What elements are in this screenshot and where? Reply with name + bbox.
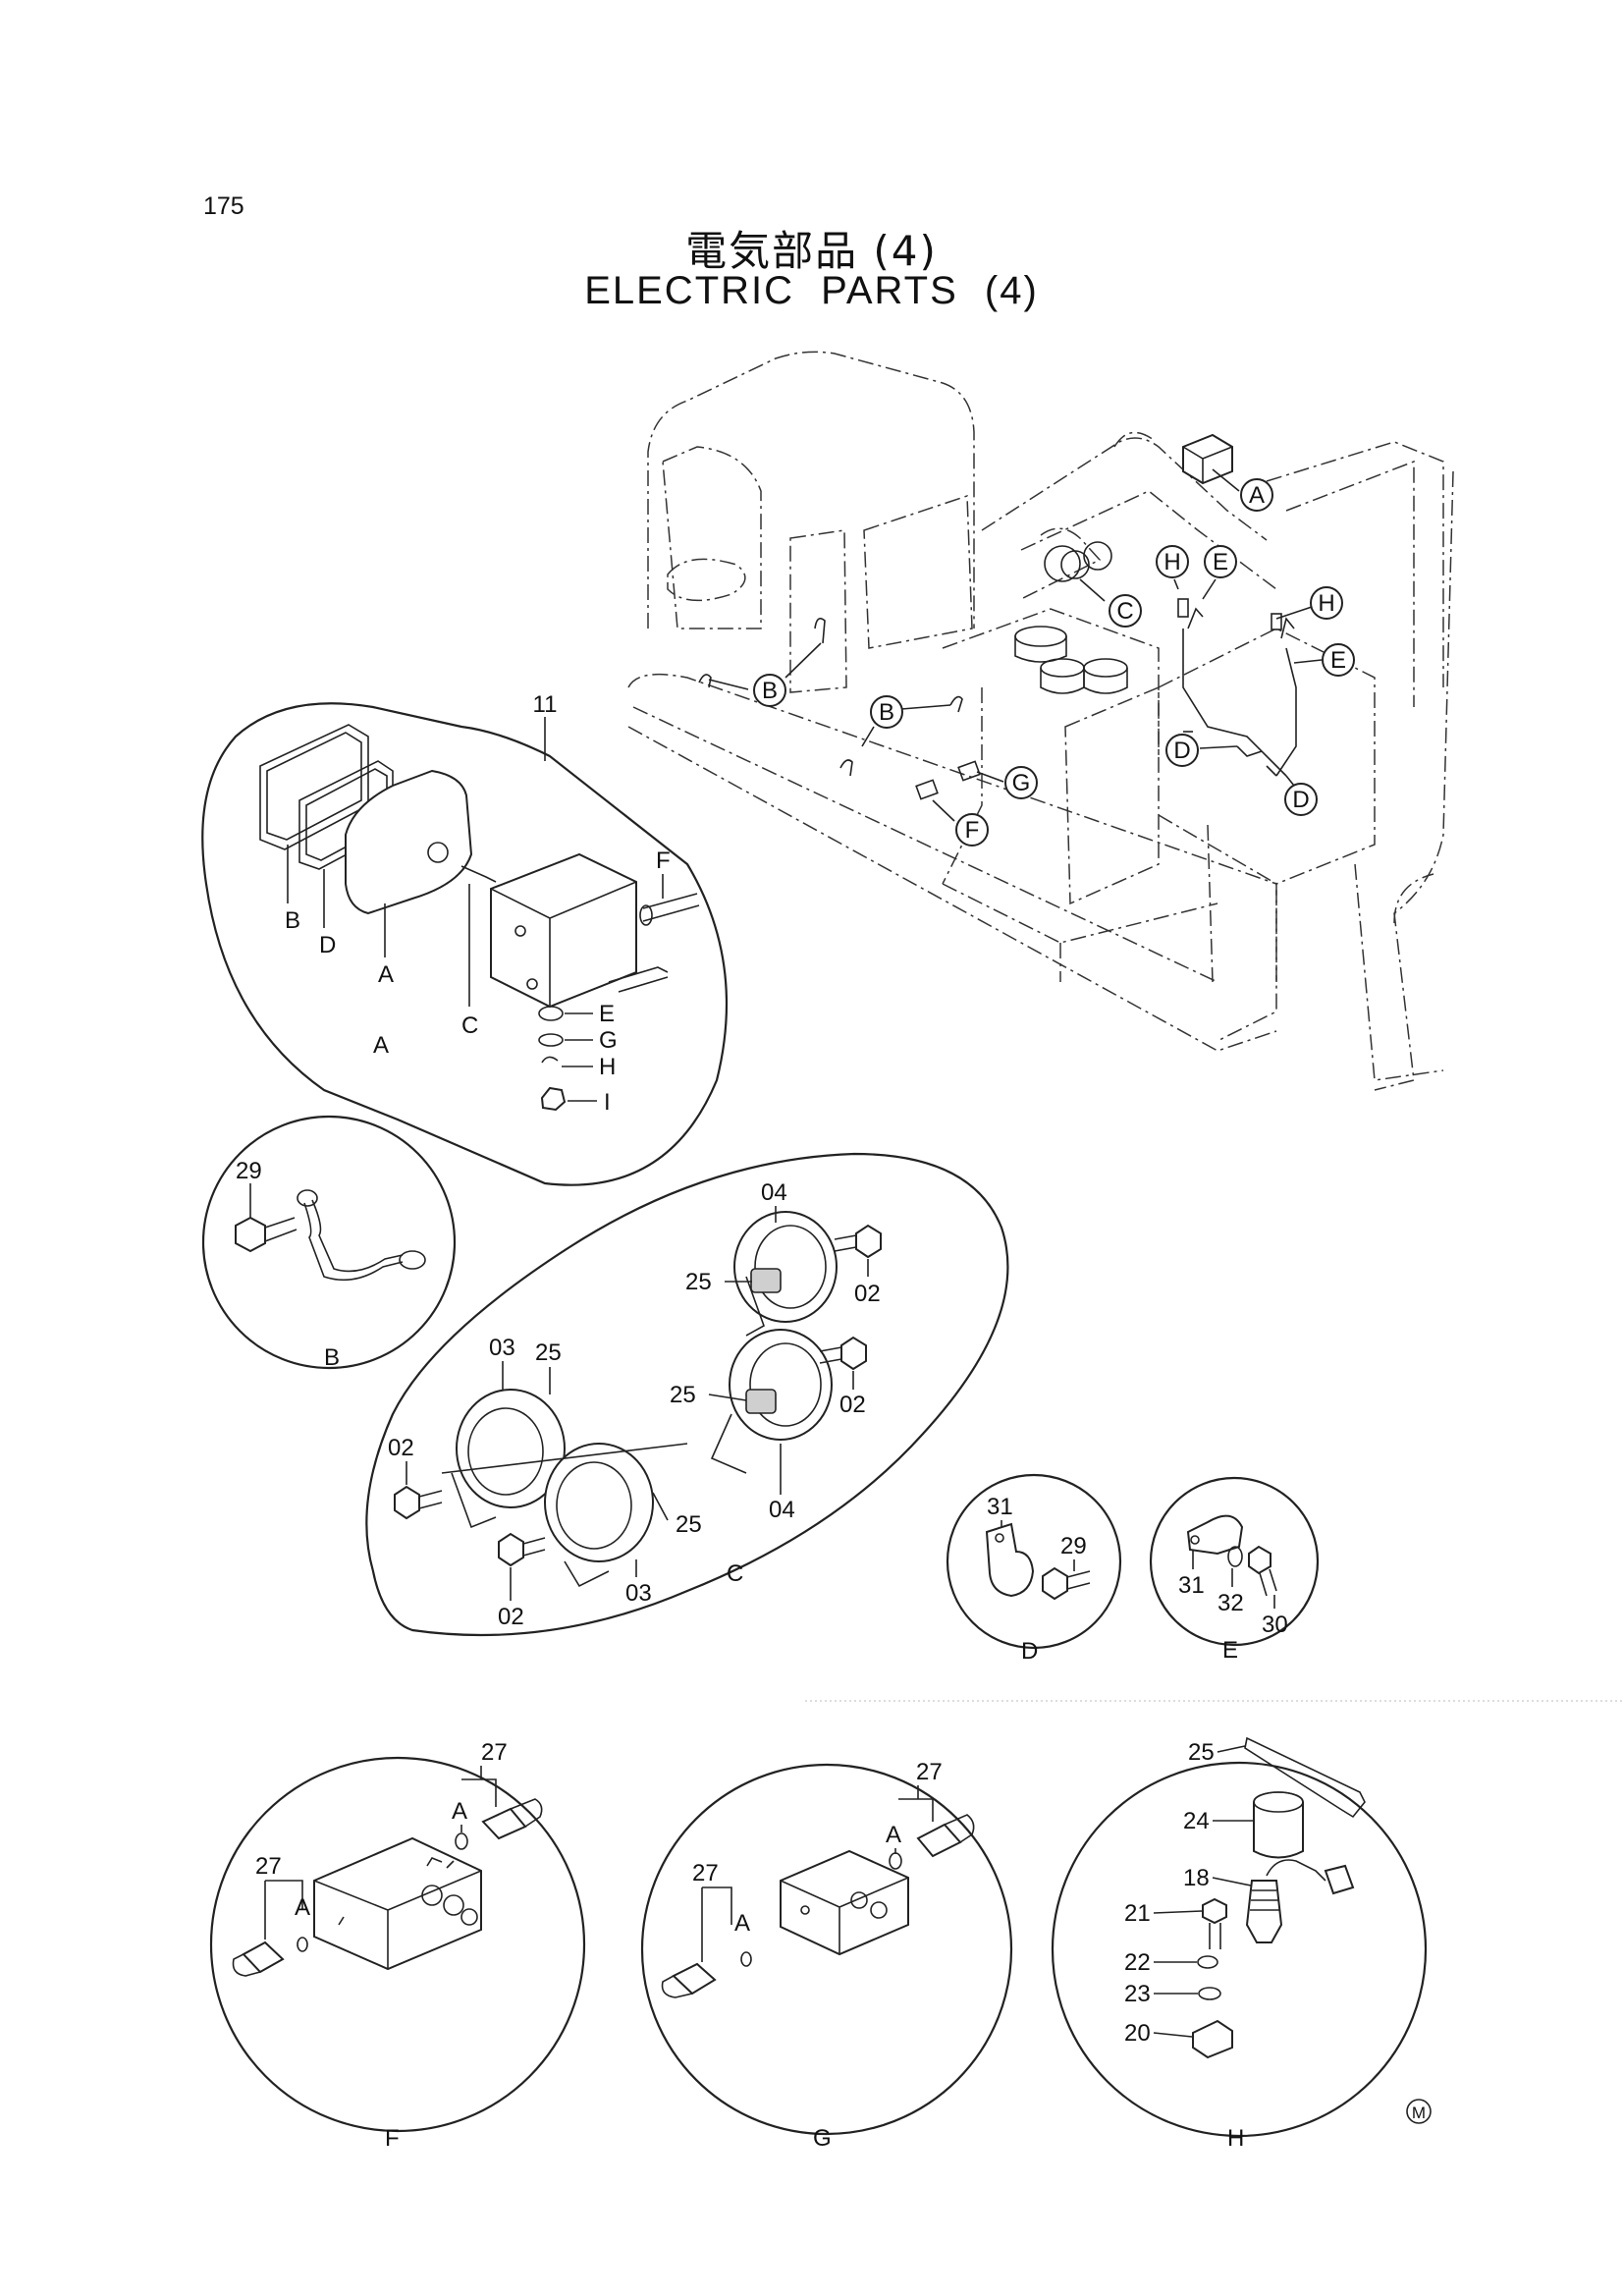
label-27-g-left: 27	[692, 1860, 719, 1886]
detail-d: 31 29 D	[946, 1473, 1122, 1665]
label-27-f-top: 27	[481, 1739, 508, 1766]
label-03-lower: 03	[625, 1580, 652, 1607]
label-32: 32	[1217, 1590, 1244, 1616]
label-a-g-top: A	[886, 1822, 901, 1848]
view-d: D	[1021, 1638, 1038, 1665]
label-a-f-left: A	[295, 1894, 310, 1921]
page-number: 175	[203, 192, 244, 220]
label-c: C	[461, 1012, 478, 1039]
label-25-middle: 25	[670, 1382, 696, 1408]
detail-a: 11 B D A C F	[201, 691, 729, 1186]
callout-h-2: H	[1318, 590, 1334, 617]
label-d: D	[319, 932, 336, 958]
detail-f: 27 A 27 A F	[209, 1739, 586, 2152]
label-b: B	[285, 907, 300, 934]
view-b: B	[324, 1344, 340, 1371]
label-23: 23	[1124, 1981, 1151, 2007]
label-25-left: 25	[535, 1339, 562, 1366]
callout-e-2: E	[1330, 647, 1346, 674]
page-title-japanese: 電気部品 (4)	[685, 227, 938, 275]
label-a-f-top: A	[452, 1798, 467, 1825]
label-20: 20	[1124, 2020, 1151, 2047]
machine-callouts: A B B C D D E E F G H	[708, 468, 1355, 847]
view-g: G	[813, 2125, 832, 2152]
label-04-upper: 04	[761, 1179, 787, 1206]
label-24: 24	[1183, 1808, 1210, 1834]
page-title-english: ELECTRIC PARTS (4)	[584, 269, 1039, 312]
callout-f: F	[965, 817, 980, 844]
label-25-lower: 25	[676, 1511, 702, 1538]
callout-d-1: D	[1173, 738, 1190, 764]
label-03-upper: 03	[489, 1335, 515, 1361]
callout-e-1: E	[1213, 549, 1228, 575]
label-11: 11	[533, 691, 558, 718]
label-a-g-left: A	[734, 1910, 750, 1937]
label-02-left: 02	[388, 1435, 414, 1461]
label-31-e: 31	[1178, 1572, 1205, 1599]
callout-c: C	[1116, 598, 1133, 625]
label-22: 22	[1124, 1949, 1151, 1976]
label-30: 30	[1262, 1612, 1288, 1638]
label-18: 18	[1183, 1865, 1210, 1891]
label-02-upper-right: 02	[854, 1281, 881, 1307]
label-f: F	[656, 847, 671, 874]
view-h: H	[1227, 2125, 1244, 2152]
label-29-d: 29	[1060, 1533, 1087, 1559]
detail-h: 25 24 18 21 22 23 20 H	[1051, 1736, 1428, 2152]
callout-h-1: H	[1163, 549, 1180, 575]
label-g: G	[599, 1027, 618, 1054]
view-f: F	[385, 2125, 400, 2152]
callout-d-2: D	[1292, 787, 1309, 813]
machine-overview	[627, 351, 1454, 1091]
detail-b: 29 B	[201, 1115, 457, 1371]
detail-c: 04 02 25 25 02 04 03 25 02 25 03 02 C	[365, 1152, 1009, 1637]
m-mark-letter: M	[1412, 2104, 1426, 2122]
label-h: H	[599, 1054, 616, 1080]
callout-a: A	[1249, 482, 1265, 509]
detail-g: 27 A 27 A G	[640, 1759, 1013, 2152]
label-31-d: 31	[987, 1494, 1013, 1520]
label-04-lower: 04	[769, 1497, 795, 1523]
label-27-g-top: 27	[916, 1759, 943, 1785]
view-c: C	[727, 1560, 743, 1587]
label-29: 29	[236, 1158, 262, 1184]
callout-g: G	[1012, 770, 1031, 796]
detail-e: 31 32 30 E	[1149, 1476, 1320, 1664]
label-02-bottom: 02	[498, 1604, 524, 1630]
view-e: E	[1222, 1637, 1238, 1664]
label-i: I	[604, 1089, 611, 1116]
label-e: E	[599, 1001, 615, 1027]
label-25-upper: 25	[685, 1269, 712, 1295]
label-27-f-left: 27	[255, 1853, 282, 1880]
callout-b-1: B	[762, 678, 778, 704]
callout-b-2: B	[879, 699, 894, 726]
view-a: A	[373, 1032, 389, 1059]
label-02-middle-right: 02	[839, 1392, 866, 1418]
label-a: A	[378, 961, 394, 988]
label-25-h: 25	[1188, 1739, 1215, 1766]
label-21: 21	[1124, 1900, 1151, 1927]
m-mark: M	[1406, 2099, 1432, 2124]
